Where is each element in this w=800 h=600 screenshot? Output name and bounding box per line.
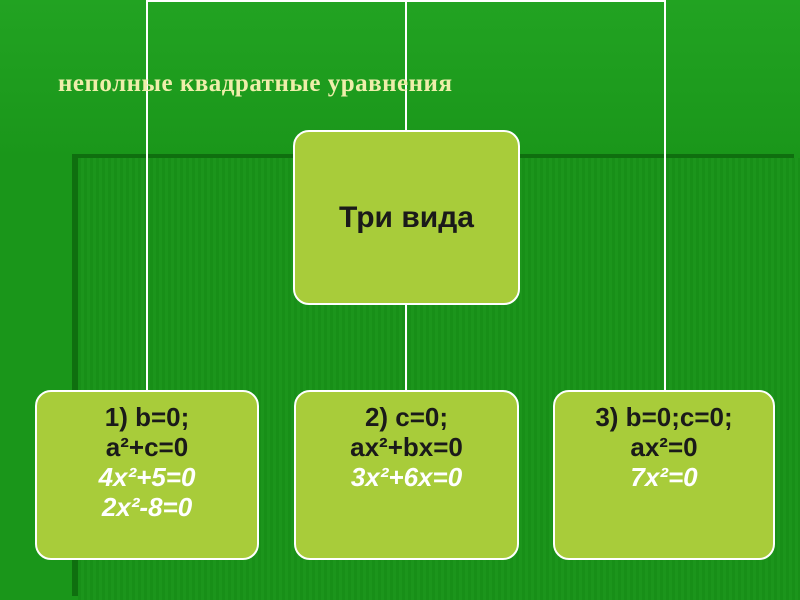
child-formula: a²+c=0 [105,432,189,462]
child-node-3: 3) b=0;c=0; ax²=0 7x²=0 [553,390,775,560]
child-case: 1) b=0; [104,402,190,432]
child-example: 4x²+5=0 [98,462,196,492]
child-formula: ax²=0 [630,432,698,462]
child-formula: ax²+bx=0 [350,432,463,462]
child-case: 2) c=0; [364,402,449,432]
child-node-2: 2) c=0; ax²+bx=0 3x²+6x=0 [294,390,519,560]
child-node-1: 1) b=0; a²+c=0 4x²+5=0 2x²-8=0 [35,390,259,560]
child-example: 2x²-8=0 [101,492,193,522]
child-example: 3x²+6x=0 [350,462,463,492]
child-example: 7x²=0 [630,462,698,492]
child-case: 3) b=0;c=0; [595,402,733,432]
root-node: Три вида [293,130,520,305]
root-label: Три вида [339,200,474,234]
page-title: неполные квадратные уравнения [58,70,453,97]
